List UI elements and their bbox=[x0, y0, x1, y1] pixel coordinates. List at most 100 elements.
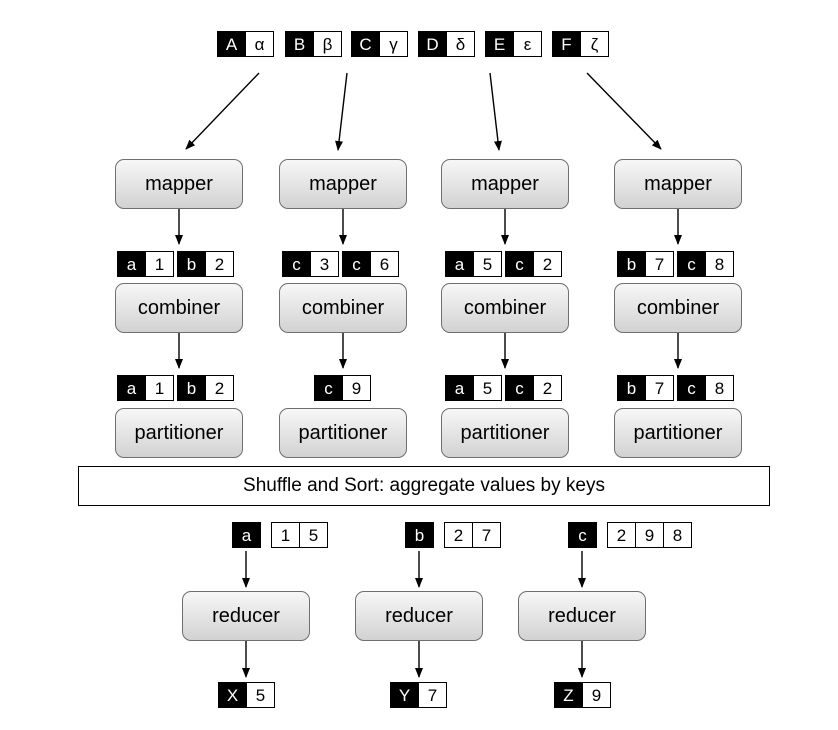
pair-key: a bbox=[117, 375, 146, 401]
pair-value: 6 bbox=[370, 251, 399, 277]
reducer-input-value: 7 bbox=[472, 522, 501, 548]
partitioner-box: partitioner bbox=[115, 408, 243, 458]
arrow-input-mapper-4 bbox=[586, 72, 662, 150]
input-pair: F ζ bbox=[552, 31, 609, 57]
output-key: X bbox=[218, 682, 247, 708]
mapper-box: mapper bbox=[115, 159, 243, 209]
input-value: α bbox=[245, 31, 274, 57]
mapper-output: c 3 c 6 bbox=[282, 251, 399, 277]
mapper-output: b 7 c 8 bbox=[617, 251, 734, 277]
reducer-output: Y 7 bbox=[390, 682, 447, 708]
input-pair: C γ bbox=[351, 31, 408, 57]
pair-key: c bbox=[314, 375, 343, 401]
input-value: γ bbox=[379, 31, 408, 57]
reducer-input-key: a bbox=[232, 522, 261, 548]
partitioner-box: partitioner bbox=[614, 408, 742, 458]
input-value: δ bbox=[446, 31, 475, 57]
combiner-box: combiner bbox=[279, 283, 407, 333]
pair-value: 1 bbox=[145, 251, 174, 277]
pair-value: 2 bbox=[205, 375, 234, 401]
reducer-input-value: 2 bbox=[444, 522, 473, 548]
reducer-input-value: 8 bbox=[663, 522, 692, 548]
pair-key: a bbox=[445, 375, 474, 401]
arrow-input-mapper-2 bbox=[335, 72, 348, 151]
partitioner-box: partitioner bbox=[441, 408, 569, 458]
output-value: 9 bbox=[582, 682, 611, 708]
pair-key: c bbox=[677, 375, 706, 401]
input-key: F bbox=[552, 31, 581, 57]
reducer-input: a 1 5 bbox=[232, 522, 328, 548]
combiner-output: a 1 b 2 bbox=[117, 375, 234, 401]
pair-value: 8 bbox=[705, 375, 734, 401]
pair-key: c bbox=[505, 375, 534, 401]
pair-value: 3 bbox=[310, 251, 339, 277]
combiner-output: b 7 c 8 bbox=[617, 375, 734, 401]
reducer-input-key: c bbox=[568, 522, 597, 548]
output-value: 7 bbox=[418, 682, 447, 708]
input-value: ζ bbox=[580, 31, 609, 57]
pair-key: c bbox=[505, 251, 534, 277]
reducer-input: b 2 7 bbox=[405, 522, 501, 548]
pair-key: c bbox=[677, 251, 706, 277]
input-key: B bbox=[285, 31, 314, 57]
pair-key: b bbox=[177, 375, 206, 401]
pair-value: 9 bbox=[342, 375, 371, 401]
pair-value: 2 bbox=[533, 375, 562, 401]
input-pair: D δ bbox=[418, 31, 475, 57]
mapper-output: a 1 b 2 bbox=[117, 251, 234, 277]
pair-value: 2 bbox=[205, 251, 234, 277]
pair-value: 7 bbox=[645, 251, 674, 277]
input-value: β bbox=[313, 31, 342, 57]
reducer-input-value: 5 bbox=[299, 522, 328, 548]
input-key: C bbox=[351, 31, 380, 57]
reducer-output: Z 9 bbox=[554, 682, 611, 708]
input-key: A bbox=[217, 31, 246, 57]
pair-key: a bbox=[117, 251, 146, 277]
pair-key: c bbox=[342, 251, 371, 277]
mapper-box: mapper bbox=[441, 159, 569, 209]
arrow-input-mapper-1 bbox=[185, 72, 260, 150]
pair-key: c bbox=[282, 251, 311, 277]
pair-value: 7 bbox=[645, 375, 674, 401]
mapper-box: mapper bbox=[614, 159, 742, 209]
pair-value: 8 bbox=[705, 251, 734, 277]
pair-value: 1 bbox=[145, 375, 174, 401]
pair-key: b bbox=[177, 251, 206, 277]
combiner-box: combiner bbox=[441, 283, 569, 333]
reducer-box: reducer bbox=[182, 591, 310, 641]
pair-value: 5 bbox=[473, 251, 502, 277]
input-value: ε bbox=[513, 31, 542, 57]
pair-value: 5 bbox=[473, 375, 502, 401]
mapper-box: mapper bbox=[279, 159, 407, 209]
reducer-input-value: 1 bbox=[271, 522, 300, 548]
combiner-output: c 9 bbox=[314, 375, 371, 401]
pair-value: 2 bbox=[533, 251, 562, 277]
combiner-box: combiner bbox=[115, 283, 243, 333]
pair-key: a bbox=[445, 251, 474, 277]
shuffle-sort-banner: Shuffle and Sort: aggregate values by ke… bbox=[78, 466, 770, 506]
partitioner-box: partitioner bbox=[279, 408, 407, 458]
input-pair: B β bbox=[285, 31, 342, 57]
mapper-output: a 5 c 2 bbox=[445, 251, 562, 277]
output-key: Z bbox=[554, 682, 583, 708]
output-key: Y bbox=[390, 682, 419, 708]
input-key: D bbox=[418, 31, 447, 57]
reducer-input: c 2 9 8 bbox=[568, 522, 692, 548]
reducer-input-key: b bbox=[405, 522, 434, 548]
reducer-input-value: 9 bbox=[635, 522, 664, 548]
pair-key: b bbox=[617, 251, 646, 277]
reducer-box: reducer bbox=[518, 591, 646, 641]
arrow-input-mapper-3 bbox=[489, 72, 502, 151]
combiner-output: a 5 c 2 bbox=[445, 375, 562, 401]
input-pair: E ε bbox=[485, 31, 542, 57]
pair-key: b bbox=[617, 375, 646, 401]
output-value: 5 bbox=[246, 682, 275, 708]
input-key: E bbox=[485, 31, 514, 57]
input-pair: A α bbox=[217, 31, 274, 57]
reducer-input-value: 2 bbox=[607, 522, 636, 548]
reducer-box: reducer bbox=[355, 591, 483, 641]
reducer-output: X 5 bbox=[218, 682, 275, 708]
combiner-box: combiner bbox=[614, 283, 742, 333]
